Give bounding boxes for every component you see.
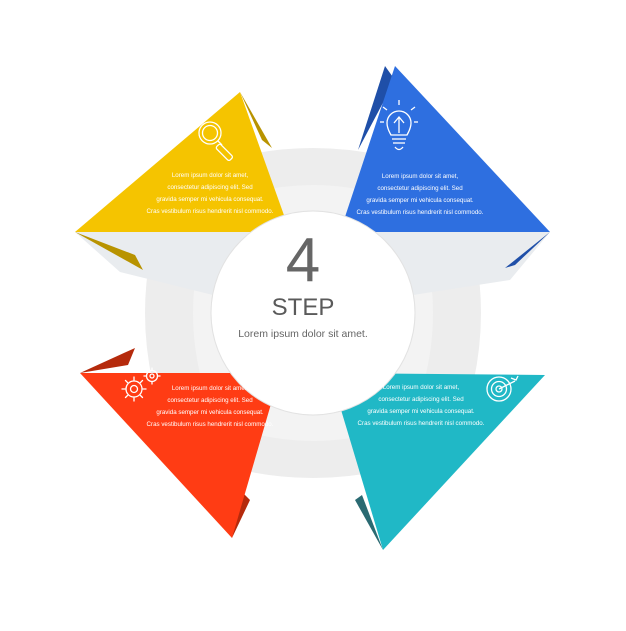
step-text-line: Lorem ipsum dolor sit amet, [381,173,459,180]
step-count-number: 4 [285,226,321,295]
step-triangle [80,373,280,538]
step-top-right [340,66,550,295]
step-text-line: Cras vestibulum risus hendrerit nisl com… [146,421,274,428]
step-bottom-left [80,348,280,538]
step-text-top-right: Lorem ipsum dolor sit amet, consectetur … [325,171,515,219]
fold-edge [358,66,395,150]
step-label: STEP [271,294,335,321]
lightbulb-icon [380,100,418,151]
step-text-line: consectetur adipiscing elit. Sed [167,397,253,404]
step-bottom-right [330,373,545,550]
fold-edge [232,492,250,538]
gears-icon [121,367,161,402]
step-text-line: consectetur adipiscing elit. Sed [378,396,464,403]
step-text-line: consectetur adipiscing elit. Sed [377,185,463,192]
step-text-line: gravida semper mi vehicula consequat. [367,408,475,415]
step-text-line: Lorem ipsum dolor sit amet, [171,385,249,392]
step-text-line: Lorem ipsum dolor sit amet, [382,384,460,391]
step-text-line: gravida semper mi vehicula consequat. [366,197,474,204]
step-text-line: consectetur adipiscing elit. Sed [167,184,253,191]
step-text-line: gravida semper mi vehicula consequat. [156,409,264,416]
center-subtitle: Lorem ipsum dolor sit amet. [238,328,368,340]
center-circle [210,210,416,416]
fold-edge [80,348,135,373]
step-text-bottom-right: Lorem ipsum dolor sit amet, consectetur … [326,382,516,430]
step-text-line: gravida semper mi vehicula consequat. [156,196,264,203]
step-text-top-left: Lorem ipsum dolor sit amet, consectetur … [115,170,305,218]
step-triangle [75,92,290,232]
target-icon [486,375,519,402]
step-triangle [340,66,550,232]
step-text-line: Lorem ipsum dolor sit amet, [171,172,249,179]
magnifier-icon [198,121,234,162]
step-text-bottom-left: Lorem ipsum dolor sit amet, consectetur … [115,383,305,431]
fold-edge [240,92,272,148]
step-text-line: Cras vestibulum risus hendrerit nisl com… [357,420,485,427]
fold-shadow [340,232,550,295]
fold-edge [75,232,143,270]
step-text-line: Cras vestibulum risus hendrerit nisl com… [146,208,274,215]
step-text-line: Cras vestibulum risus hendrerit nisl com… [356,209,484,216]
fold-edge [355,495,383,550]
step-triangle [330,373,545,550]
fold-edge [505,232,550,268]
